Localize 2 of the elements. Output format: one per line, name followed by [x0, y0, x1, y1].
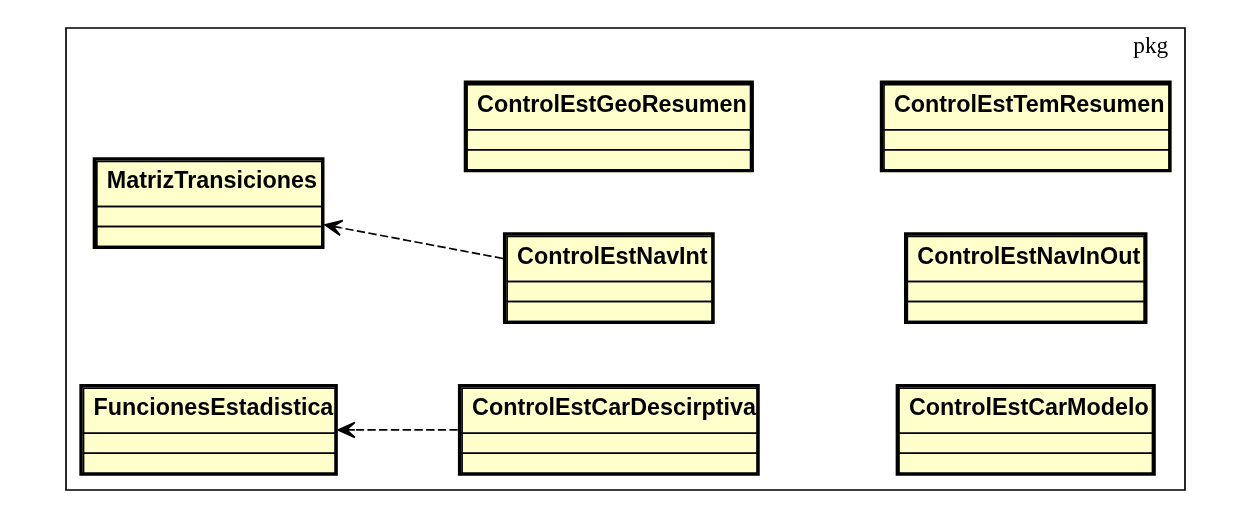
arrow [336, 421, 458, 439]
arrow [323, 219, 504, 260]
